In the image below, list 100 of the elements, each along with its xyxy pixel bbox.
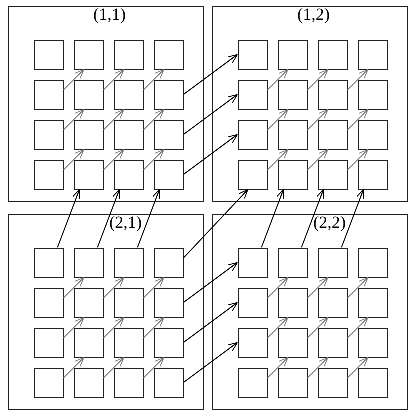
grid-cell [238, 288, 268, 318]
arrow [63, 317, 85, 339]
arrow [183, 94, 238, 136]
arrow [307, 149, 329, 171]
arrow [341, 189, 364, 248]
arrow [267, 149, 289, 171]
grid-cell [278, 248, 308, 278]
arrow [267, 109, 289, 131]
grid-cell [114, 288, 144, 318]
grid-cell [318, 120, 348, 150]
arrow [307, 277, 329, 299]
grid-cell [238, 160, 268, 190]
grid-cell [154, 248, 184, 278]
grid-cell [114, 368, 144, 398]
grid-cell [238, 368, 268, 398]
grid-cell [154, 368, 184, 398]
grid-cell [154, 328, 184, 358]
grid-cell [238, 120, 268, 150]
arrow [301, 189, 324, 248]
arrow [183, 302, 238, 344]
grid-cell [238, 248, 268, 278]
grid-cell [34, 80, 64, 110]
arrow [103, 149, 125, 171]
grid-cell [74, 120, 104, 150]
grid-cell [114, 120, 144, 150]
grid-cell [278, 368, 308, 398]
grid-cell [114, 248, 144, 278]
matrix-block [8, 214, 204, 410]
arrow [143, 277, 165, 299]
arrow [63, 277, 85, 299]
grid-cell [238, 328, 268, 358]
arrow [267, 317, 289, 339]
grid-cell [114, 80, 144, 110]
grid-cell [238, 40, 268, 70]
arrow [183, 189, 249, 259]
grid-cell [34, 248, 64, 278]
grid-cell [154, 40, 184, 70]
block-label: (2,2) [314, 214, 346, 231]
arrow [63, 357, 85, 379]
grid-cell [238, 80, 268, 110]
arrow [307, 69, 329, 91]
arrow [347, 357, 369, 379]
grid-cell [278, 328, 308, 358]
arrow [143, 69, 165, 91]
grid-cell [278, 288, 308, 318]
arrow [103, 317, 125, 339]
grid-cell [358, 328, 388, 358]
arrow [307, 109, 329, 131]
arrow [63, 69, 85, 91]
matrix-block [212, 6, 408, 202]
grid-cell [34, 368, 64, 398]
grid-cell [358, 248, 388, 278]
arrow [143, 109, 165, 131]
arrow [347, 149, 369, 171]
grid-cell [278, 160, 308, 190]
grid-cell [318, 80, 348, 110]
arrow [103, 277, 125, 299]
grid-cell [318, 40, 348, 70]
arrow [183, 262, 238, 304]
arrow [103, 357, 125, 379]
arrow [103, 69, 125, 91]
arrow [137, 189, 160, 248]
grid-cell [114, 160, 144, 190]
grid-cell [34, 328, 64, 358]
arrow [97, 189, 120, 248]
arrow [63, 149, 85, 171]
grid-cell [74, 328, 104, 358]
grid-cell [318, 328, 348, 358]
grid-cell [318, 288, 348, 318]
grid-cell [34, 288, 64, 318]
block-label: (1,2) [298, 6, 330, 23]
grid-cell [358, 368, 388, 398]
block-label: (1,1) [94, 6, 126, 23]
grid-cell [278, 120, 308, 150]
grid-cell [74, 288, 104, 318]
arrow [183, 134, 238, 176]
arrow [307, 357, 329, 379]
arrow [307, 317, 329, 339]
arrow [267, 277, 289, 299]
arrow [103, 109, 125, 131]
grid-cell [154, 80, 184, 110]
arrow [183, 342, 238, 384]
grid-cell [358, 80, 388, 110]
arrow [63, 109, 85, 131]
grid-cell [74, 160, 104, 190]
grid-cell [34, 120, 64, 150]
grid-cell [154, 160, 184, 190]
arrow [347, 317, 369, 339]
grid-cell [358, 120, 388, 150]
arrow [143, 357, 165, 379]
grid-cell [74, 40, 104, 70]
grid-cell [278, 40, 308, 70]
grid-cell [74, 248, 104, 278]
grid-cell [74, 80, 104, 110]
arrow [143, 149, 165, 171]
grid-cell [358, 40, 388, 70]
grid-cell [154, 120, 184, 150]
matrix-block [8, 6, 204, 202]
arrow [183, 54, 238, 96]
grid-cell [318, 248, 348, 278]
